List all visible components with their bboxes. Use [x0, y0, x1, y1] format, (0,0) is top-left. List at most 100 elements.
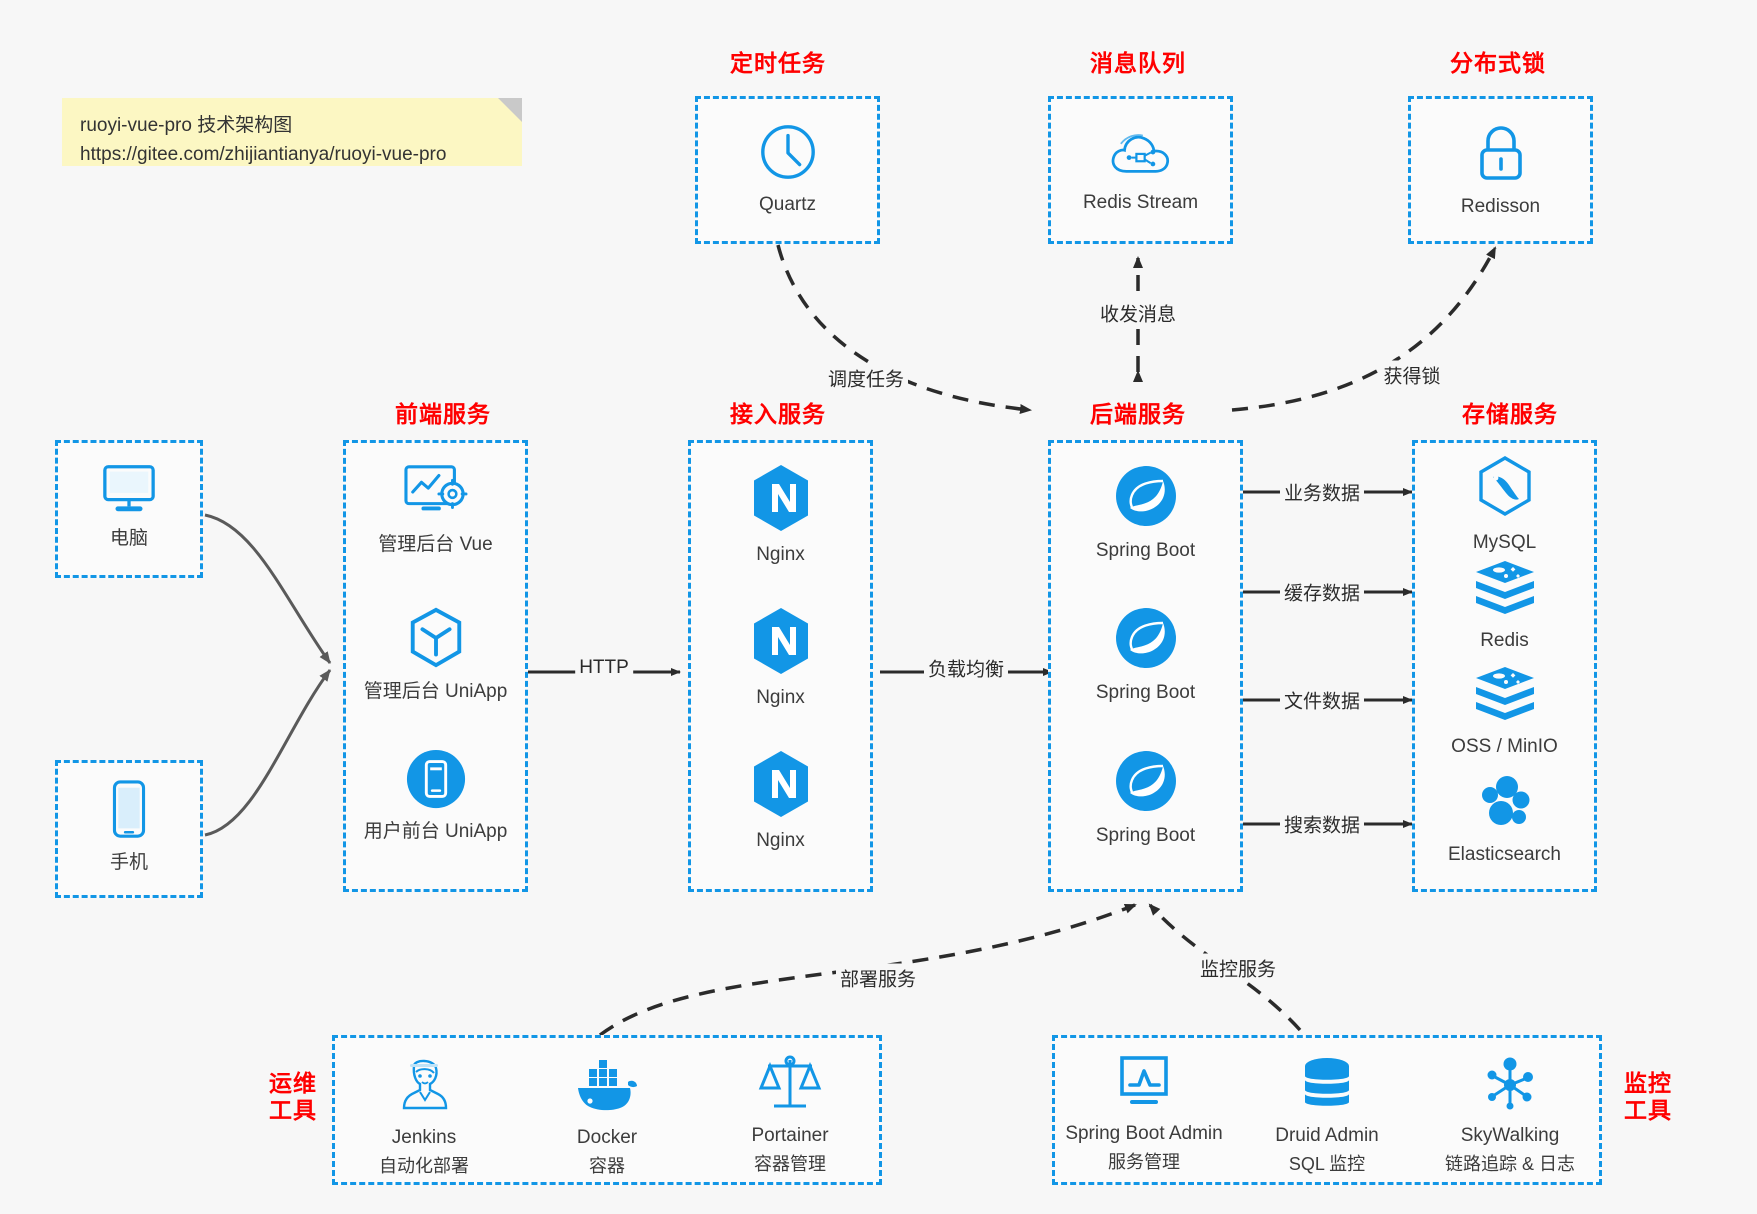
node-label: 电脑	[109, 528, 148, 549]
lock-icon	[1411, 123, 1590, 190]
node-oss-minio[interactable]: OSS / MinIO	[1415, 665, 1594, 759]
node-nginx-3[interactable]: Nginx	[691, 749, 870, 853]
group-caption-scheduler: 定时任务	[730, 50, 826, 76]
note-url: https://gitee.com/zhijiantianya/ruoyi-vu…	[80, 143, 447, 165]
nginx-icon	[691, 749, 870, 824]
spring-boot-icon	[1051, 748, 1240, 819]
note-fold-corner	[498, 98, 522, 122]
node-sublabel: 自动化部署	[379, 1155, 469, 1176]
group-box-devops: Jenkins 自动化部署 Docker 容器	[332, 1035, 882, 1185]
group-box-backend: Spring Boot Spring Boot Spring Boot	[1048, 440, 1243, 892]
node-sublabel: 容器管理	[754, 1153, 826, 1174]
edge-label-schedule-task: 调度任务	[823, 363, 909, 393]
group-caption-monitor-line2: 工具	[1624, 1097, 1672, 1124]
group-box-gateway: Nginx Nginx Nginx	[688, 440, 873, 892]
edge-label-business-data: 业务数据	[1279, 477, 1365, 507]
nginx-icon	[691, 606, 870, 681]
node-redis[interactable]: Redis	[1415, 559, 1594, 653]
node-docker[interactable]: Docker 容器	[335, 1060, 879, 1177]
oss-icon	[1415, 665, 1594, 730]
edge-label-send-receive-message: 收发消息	[1095, 298, 1181, 328]
elasticsearch-icon	[1415, 773, 1594, 838]
node-nginx-1[interactable]: Nginx	[691, 463, 870, 567]
node-label: Spring Boot	[1095, 682, 1196, 703]
nginx-icon	[691, 463, 870, 538]
group-caption-lock: 分布式锁	[1450, 50, 1546, 76]
node-spring-boot-admin[interactable]: Spring Boot Admin 服务管理	[872, 1054, 1416, 1173]
node-label: Nginx	[756, 830, 805, 851]
spring-boot-icon	[1051, 605, 1240, 676]
edge-label-http: HTTP	[575, 656, 633, 680]
group-caption-devops: 运维 工具	[258, 1070, 328, 1124]
node-mysql[interactable]: MySQL	[1415, 455, 1594, 555]
group-box-lock: Redisson	[1408, 96, 1593, 244]
group-box-frontend: 管理后台 Vue 管理后台 UniApp 用户前台 UniApp	[343, 440, 528, 892]
node-label: Nginx	[756, 544, 805, 565]
group-caption-monitor: 监控 工具	[1613, 1070, 1683, 1124]
node-label: Spring Boot Admin	[1065, 1123, 1223, 1144]
node-nginx-2[interactable]: Nginx	[691, 606, 870, 710]
node-portainer[interactable]: Portainer 容器管理	[518, 1052, 1062, 1175]
node-user-uniapp[interactable]: 用户前台 UniApp	[346, 748, 525, 844]
node-skywalking[interactable]: SkyWalking 链路追踪 & 日志	[1238, 1056, 1757, 1175]
group-box-client-desktop: 电脑	[55, 440, 203, 578]
redis-icon	[1415, 559, 1594, 624]
skywalking-icon	[1238, 1056, 1757, 1119]
node-quartz[interactable]: Quartz	[698, 121, 877, 217]
group-box-monitor: Spring Boot Admin 服务管理 Druid Admin SQL 监…	[1052, 1035, 1602, 1185]
desktop-icon	[58, 461, 200, 522]
node-label: Quartz	[758, 194, 817, 215]
node-sublabel: 服务管理	[1108, 1151, 1180, 1172]
node-jenkins[interactable]: Jenkins 自动化部署	[152, 1052, 696, 1177]
phone-icon	[58, 779, 200, 846]
node-label: Redisson	[1460, 196, 1541, 217]
node-spring-boot-2[interactable]: Spring Boot	[1051, 605, 1240, 705]
edge-label-load-balance: 负载均衡	[923, 653, 1009, 683]
group-caption-devops-line1: 运维	[269, 1070, 317, 1096]
diagram-note: ruoyi-vue-pro 技术架构图 https://gitee.com/zh…	[62, 98, 522, 166]
node-druid-admin[interactable]: Druid Admin SQL 监控	[1055, 1056, 1599, 1175]
edge-label-cache-data: 缓存数据	[1279, 577, 1365, 607]
node-label: Portainer	[751, 1125, 829, 1146]
portainer-icon	[518, 1052, 1062, 1119]
node-phone[interactable]: 手机	[58, 779, 200, 875]
node-label: 用户前台 UniApp	[363, 821, 508, 842]
jenkins-icon	[152, 1052, 696, 1121]
node-label: Nginx	[756, 687, 805, 708]
group-caption-mq: 消息队列	[1090, 50, 1186, 76]
edge-label-monitor-service: 监控服务	[1195, 953, 1281, 983]
node-label: Druid Admin	[1275, 1125, 1379, 1146]
node-spring-boot-3[interactable]: Spring Boot	[1051, 748, 1240, 848]
mysql-icon	[1415, 455, 1594, 526]
docker-icon	[335, 1060, 879, 1121]
group-caption-monitor-line1: 监控	[1624, 1070, 1672, 1096]
node-label: Docker	[576, 1127, 638, 1148]
group-caption-gateway: 接入服务	[730, 401, 826, 427]
cloud-stream-icon	[1051, 125, 1230, 186]
group-box-scheduler: Quartz	[695, 96, 880, 244]
node-admin-uniapp[interactable]: 管理后台 UniApp	[346, 606, 525, 704]
node-label: SkyWalking	[1460, 1125, 1560, 1146]
node-label: Elasticsearch	[1448, 844, 1561, 865]
edge-label-file-data: 文件数据	[1279, 685, 1365, 715]
group-caption-frontend: 前端服务	[395, 401, 491, 427]
node-redis-stream[interactable]: Redis Stream	[1051, 125, 1230, 215]
node-label: MySQL	[1472, 532, 1537, 553]
node-redisson[interactable]: Redisson	[1411, 123, 1590, 219]
edge-label-deploy-service: 部署服务	[835, 963, 921, 993]
node-desktop[interactable]: 电脑	[58, 461, 200, 551]
monitor-chart-icon	[872, 1054, 1416, 1117]
spring-boot-icon	[1051, 463, 1240, 534]
node-label: 管理后台 UniApp	[363, 681, 508, 702]
node-spring-boot-1[interactable]: Spring Boot	[1051, 463, 1240, 563]
node-elasticsearch[interactable]: Elasticsearch	[1415, 773, 1594, 867]
node-admin-vue[interactable]: 管理后台 Vue	[346, 461, 525, 557]
edge-label-acquire-lock: 获得锁	[1379, 360, 1445, 390]
node-sublabel: 容器	[589, 1155, 625, 1176]
group-caption-backend: 后端服务	[1090, 401, 1186, 427]
node-label: Spring Boot	[1095, 825, 1196, 846]
node-sublabel: SQL 监控	[1288, 1153, 1366, 1174]
node-sublabel: 链路追踪 & 日志	[1444, 1153, 1575, 1174]
dashboard-gear-icon	[346, 461, 525, 528]
